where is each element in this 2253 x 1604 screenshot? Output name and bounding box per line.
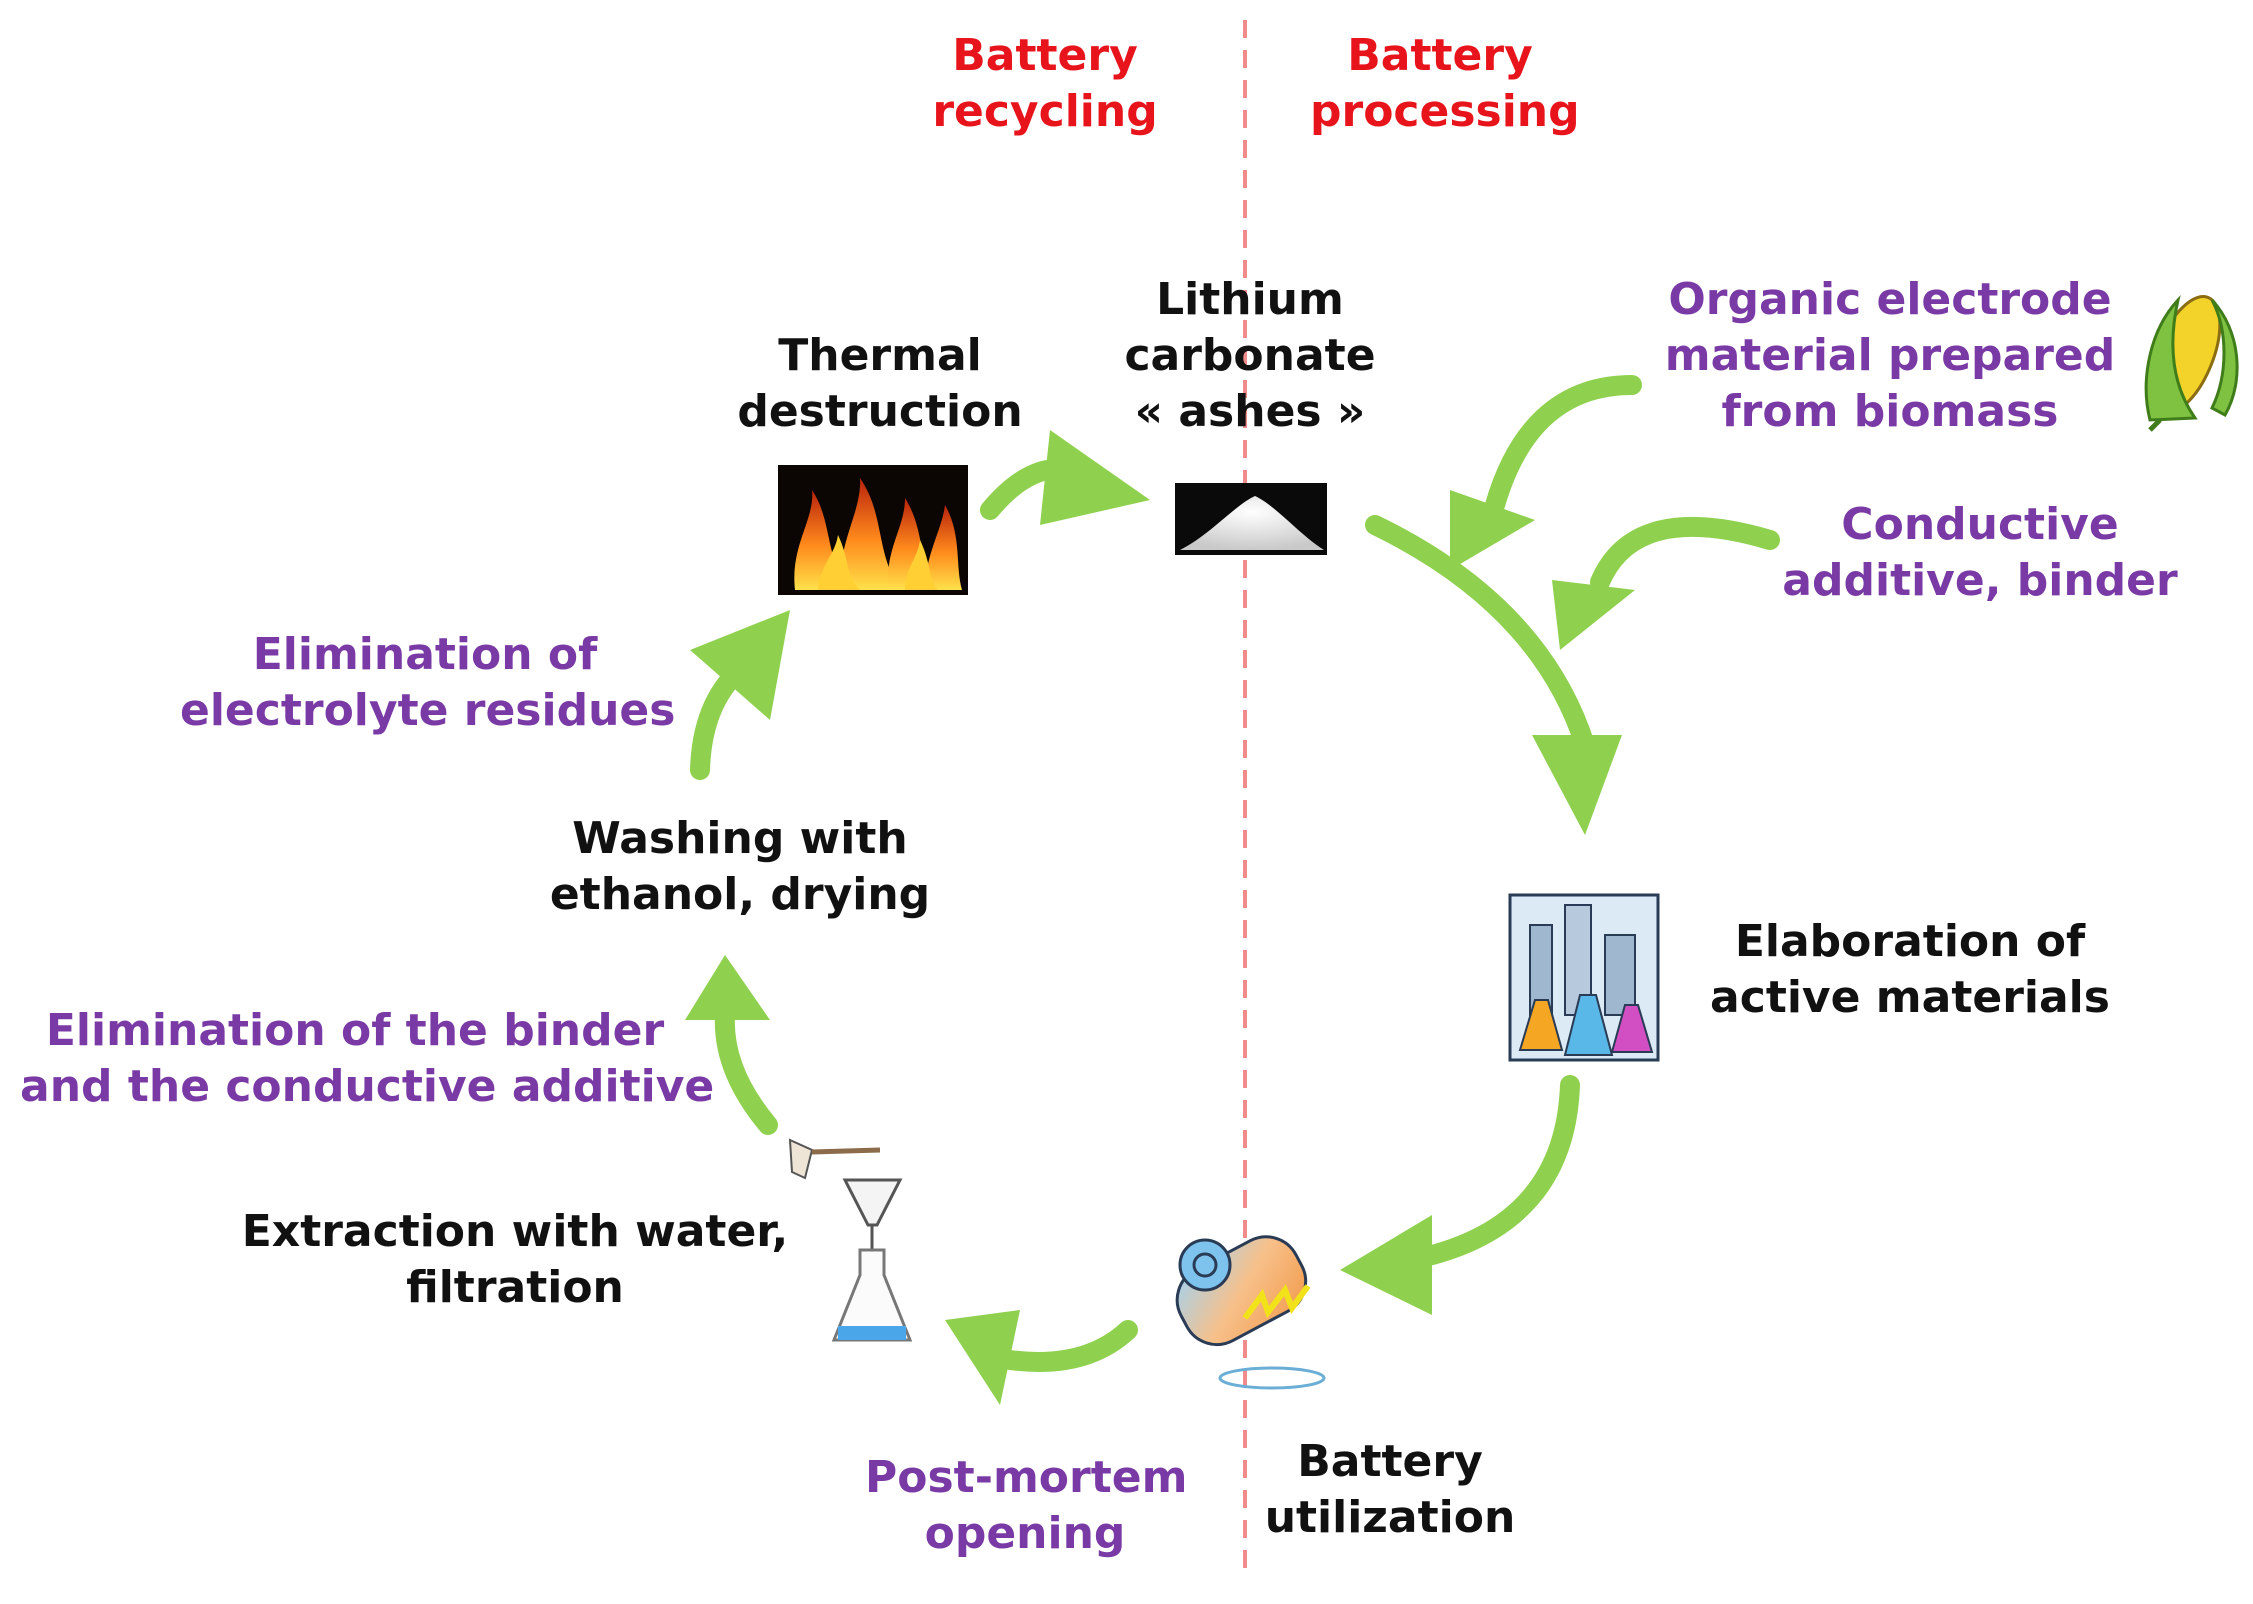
note-post-mortem: Post-mortem opening bbox=[865, 1450, 1188, 1562]
note-postmortem-line-2: opening bbox=[924, 1508, 1126, 1559]
arrow-conductive-feed-head bbox=[1552, 580, 1635, 650]
note-organic-material: Organic electrode material prepared from… bbox=[1650, 272, 2130, 440]
arrow-postmortem-head bbox=[945, 1310, 1020, 1405]
header-recycling-line-2: recycling bbox=[932, 86, 1158, 137]
note-electrolyte-elimination: Elimination of electrolyte residues bbox=[180, 627, 676, 739]
note-binder-elimination: Elimination of the binder and the conduc… bbox=[20, 1003, 715, 1115]
step-extraction-line-1: Extraction with water, bbox=[241, 1206, 789, 1257]
step-lithium-line-1: Lithium bbox=[1156, 274, 1344, 325]
note-organic-line-3: from biomass bbox=[1721, 386, 2059, 437]
note-binder-line-2: and the conductive additive bbox=[20, 1061, 715, 1112]
note-organic-line-2: material prepared bbox=[1664, 330, 2116, 381]
step-utilization-line-2: utilization bbox=[1264, 1492, 1516, 1543]
header-processing-line-2: processing bbox=[1310, 86, 1580, 137]
arrow-ashes-to-elaboration bbox=[1365, 515, 1595, 755]
step-thermal-destruction: Thermal destruction bbox=[730, 328, 1030, 440]
arrow-elaboration-to-utilization-head bbox=[1340, 1215, 1432, 1315]
arrow-organic-feed-head bbox=[1450, 490, 1535, 570]
factory-flasks-icon bbox=[1508, 893, 1660, 1062]
arrow-thermal-to-ashes-head bbox=[1040, 430, 1150, 525]
step-lithium-line-3: « ashes » bbox=[1134, 386, 1366, 437]
arrow-conductive-feed bbox=[1590, 516, 1780, 592]
step-washing: Washing with ethanol, drying bbox=[545, 811, 935, 923]
note-electrolyte-line-1: Elimination of bbox=[252, 629, 598, 680]
corn-icon bbox=[2144, 294, 2239, 432]
step-washing-line-1: Washing with bbox=[572, 813, 908, 864]
note-postmortem-line-1: Post-mortem bbox=[865, 1452, 1188, 1503]
arrow-elaboration-to-utilization bbox=[1410, 1075, 1580, 1268]
header-processing-line-1: Battery bbox=[1347, 30, 1533, 81]
powder-icon bbox=[1175, 483, 1327, 555]
step-thermal-line-2: destruction bbox=[737, 386, 1023, 437]
step-elaboration-line-2: active materials bbox=[1710, 972, 2110, 1023]
step-washing-line-2: ethanol, drying bbox=[549, 869, 931, 920]
header-processing: Battery processing bbox=[1310, 28, 1580, 140]
step-elaboration: Elaboration of active materials bbox=[1690, 914, 2130, 1026]
arrow-ashes-to-elaboration-head bbox=[1532, 735, 1622, 835]
cycle-arrows bbox=[685, 375, 1780, 1405]
step-lithium-carbonate: Lithium carbonate « ashes » bbox=[1100, 272, 1400, 440]
arrow-postmortem bbox=[1000, 1320, 1138, 1372]
filter-flask-icon bbox=[788, 1138, 913, 1342]
fire-icon bbox=[778, 465, 968, 595]
step-extraction: Extraction with water, filtration bbox=[240, 1204, 790, 1316]
step-extraction-line-2: filtration bbox=[406, 1262, 624, 1313]
step-elaboration-line-1: Elaboration of bbox=[1734, 916, 2086, 967]
battery-icon bbox=[1175, 1235, 1326, 1390]
note-electrolyte-line-2: electrolyte residues bbox=[180, 685, 676, 736]
step-thermal-line-1: Thermal bbox=[778, 330, 982, 381]
note-organic-line-1: Organic electrode bbox=[1668, 274, 2112, 325]
arrow-extraction-to-washing bbox=[714, 1005, 778, 1135]
note-conductive-line-2: additive, binder bbox=[1782, 555, 2178, 606]
step-utilization-line-1: Battery bbox=[1297, 1436, 1483, 1487]
note-binder-line-1: Elimination of the binder bbox=[45, 1005, 665, 1056]
step-lithium-line-2: carbonate bbox=[1124, 330, 1376, 381]
step-battery-utilization: Battery utilization bbox=[1250, 1434, 1530, 1546]
note-conductive-additive: Conductive additive, binder bbox=[1770, 497, 2190, 609]
header-recycling-line-1: Battery bbox=[952, 30, 1138, 81]
arrow-organic-feed bbox=[1485, 375, 1642, 515]
header-recycling: Battery recycling bbox=[920, 28, 1170, 140]
arrow-washing-to-thermal-head bbox=[690, 610, 790, 720]
note-conductive-line-1: Conductive bbox=[1841, 499, 2119, 550]
arrow-extraction-to-washing-head bbox=[685, 955, 770, 1020]
